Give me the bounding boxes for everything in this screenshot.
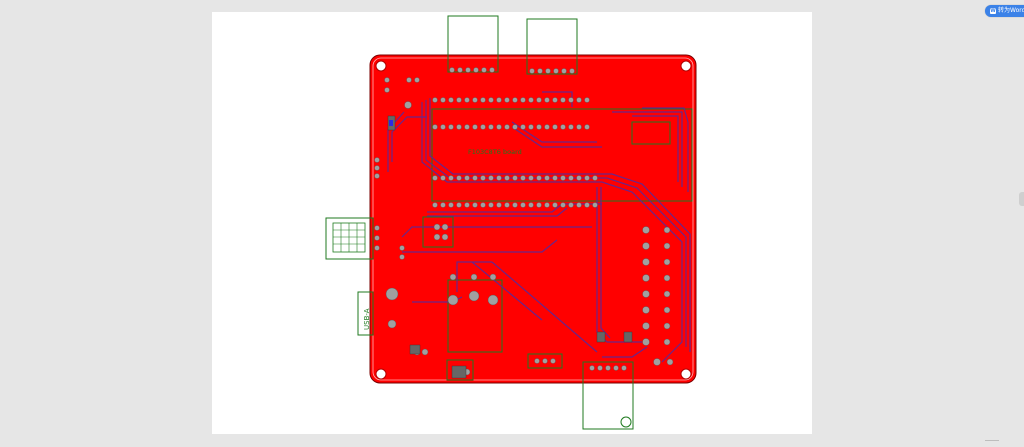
right-column-pads (642, 226, 674, 366)
top-right-connector-pads (529, 68, 575, 74)
document-page: F103C8T6 board USB-A (212, 12, 812, 434)
word-icon: W (990, 8, 996, 14)
pcb-board (369, 54, 697, 384)
mcu-label: F103C8T6 board (468, 148, 522, 156)
bottom-connector-pads (589, 365, 627, 371)
pcb-layout-drawing: F103C8T6 board USB-A (325, 15, 697, 430)
keypad-footprint (332, 222, 366, 253)
mcu-bottom-pad-row (432, 175, 598, 208)
left-side-pads (374, 77, 449, 260)
component-outlines (325, 15, 693, 430)
usb-label: USB-A (363, 308, 371, 330)
scroll-indicator (985, 440, 999, 441)
convert-to-word-button[interactable]: W 转为Word (985, 5, 1024, 17)
top-left-connector-pads (449, 67, 495, 73)
mounting-holes (375, 60, 692, 380)
side-panel-toggle[interactable] (1019, 192, 1024, 206)
mcu-top-pad-row (432, 97, 590, 130)
convert-to-word-label: 转为Word (998, 7, 1024, 14)
pads (374, 67, 674, 376)
blue-indicator (389, 120, 393, 126)
